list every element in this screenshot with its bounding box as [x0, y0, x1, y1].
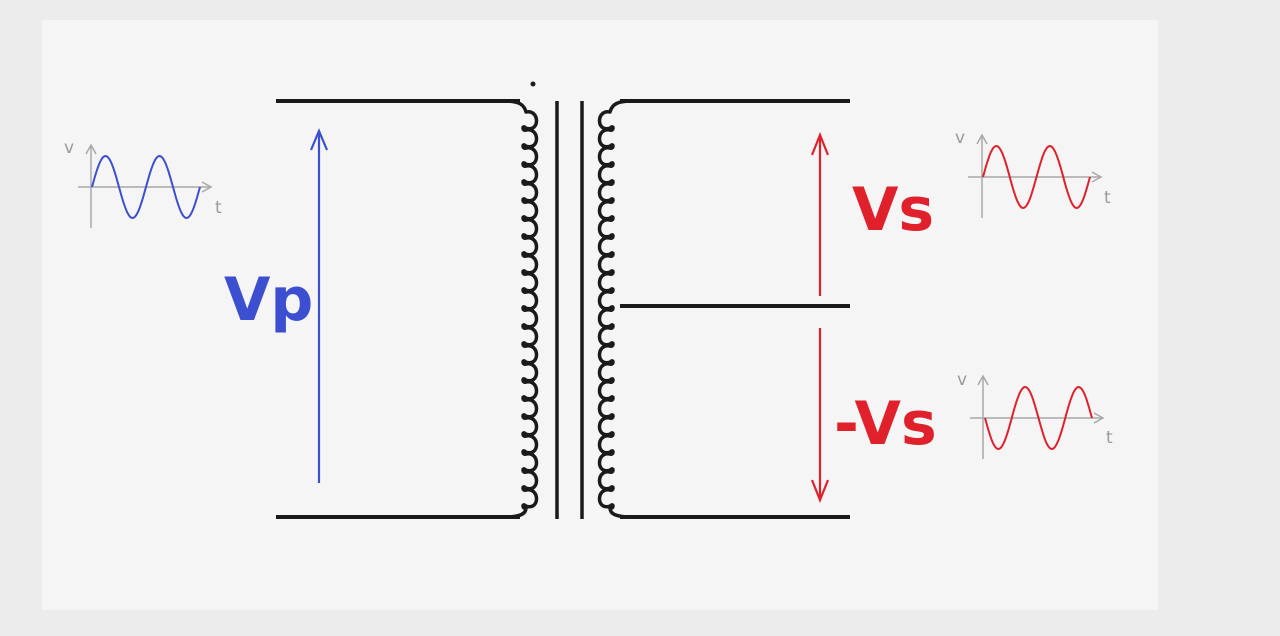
primary-voltage-arrow: [309, 128, 329, 483]
secondary-upper-waveform-t-label: t: [1104, 188, 1111, 208]
secondary-upper-voltage-arrow: [810, 132, 830, 296]
primary-voltage-label: Vp: [224, 265, 314, 335]
secondary-upper-waveform-v-label: v: [955, 128, 966, 148]
secondary-lower-waveform-curve: [984, 385, 1093, 451]
primary-coil: [504, 99, 539, 519]
secondary-coil: [597, 99, 633, 519]
primary-waveform-graph: [78, 143, 213, 228]
primary-waveform-v-label: v: [64, 138, 75, 158]
polarity-dot: [530, 81, 536, 87]
secondary-lower-waveform-t-label: t: [1106, 428, 1113, 448]
secondary-lower-voltage-label: -Vs: [834, 389, 937, 459]
secondary-lower-waveform-v-label: v: [957, 370, 968, 390]
primary-waveform-t-label: t: [215, 198, 222, 218]
secondary-lower-voltage-arrow: [810, 328, 830, 503]
primary-waveform-curve: [91, 154, 201, 220]
secondary-upper-waveform-graph: [968, 133, 1103, 218]
secondary-lower-waveform-graph: [970, 374, 1105, 459]
secondary-upper-waveform-curve: [982, 144, 1091, 210]
secondary-upper-voltage-label: Vs: [852, 175, 935, 245]
